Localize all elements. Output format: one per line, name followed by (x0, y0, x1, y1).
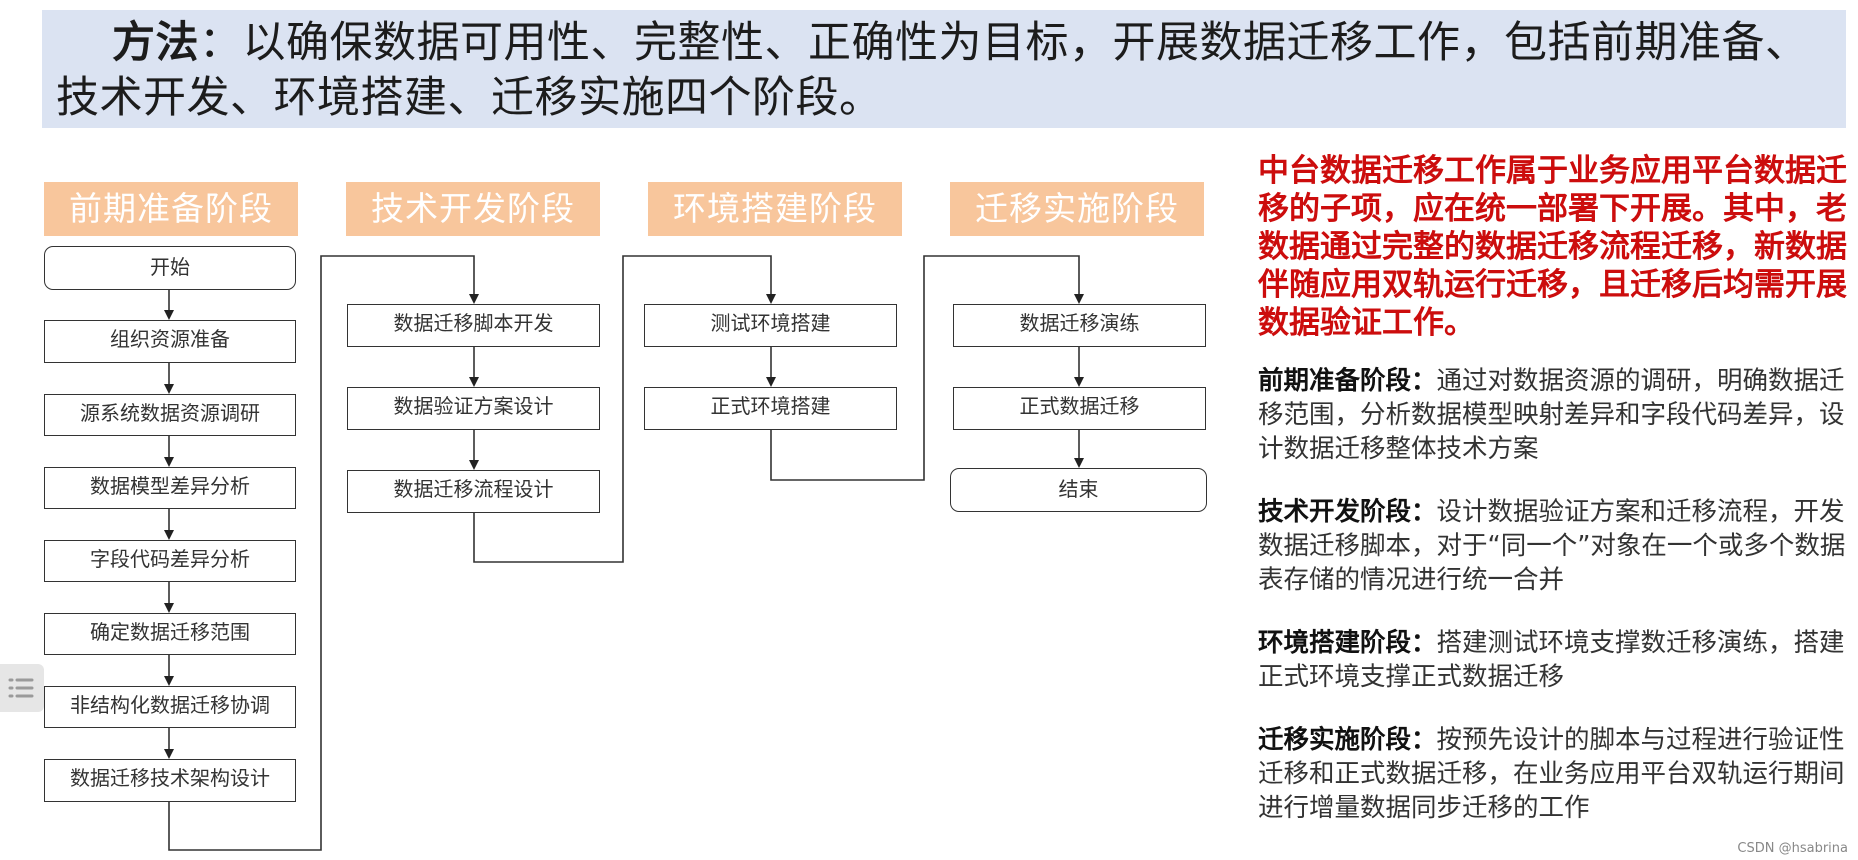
flow-step: 正式环境搭建 (644, 387, 897, 430)
flow-step: 数据迁移技术架构设计 (44, 759, 296, 802)
flow-connectors (164, 255, 1084, 851)
flow-step: 数据模型差异分析 (44, 467, 296, 509)
method-label: 方法 (112, 18, 199, 68)
flow-node-start: 开始 (44, 246, 296, 290)
connector-s1-s2 (168, 255, 479, 851)
stage-header-preparation: 前期准备阶段 (44, 182, 298, 236)
method-colon: ： (199, 18, 243, 68)
watermark: CSDN @hsabrina (1737, 841, 1848, 856)
phase-text: 通过对数据资源的调研，明确数据迁移范围，分析数据模型映射差异和字段代码差异，设计… (1258, 366, 1845, 464)
flow-step: 组织资源准备 (44, 320, 296, 363)
method-text: 方法：以确保数据可用性、完整性、正确性为目标，开展数据迁移工作，包括前期准备、技… (56, 16, 1836, 126)
phase-term: 迁移实施阶段： (1258, 725, 1437, 755)
phase-text: 设计数据验证方案和迁移流程，开发数据迁移脚本，对于“同一个”对象在一个或多个数据… (1258, 497, 1846, 595)
connector-s2-s3 (473, 255, 776, 563)
flow-step: 数据迁移演练 (953, 304, 1206, 347)
phase-term: 前期准备阶段： (1258, 366, 1437, 396)
flow-step: 数据验证方案设计 (347, 387, 600, 430)
flow-step: 正式数据迁移 (953, 387, 1206, 430)
method-description: 以确保数据可用性、完整性、正确性为目标，开展数据迁移工作，包括前期准备、技术开发… (56, 18, 1809, 123)
phase-text: 搭建测试环境支撑数迁移演练，搭建正式环境支撑正式数据迁移 (1258, 628, 1845, 692)
connector-s3-s4 (770, 255, 1084, 481)
flow-step: 非结构化数据迁移协调 (44, 686, 296, 728)
phase-term: 环境搭建阶段： (1258, 628, 1437, 658)
outline-toggle-button[interactable] (0, 664, 44, 712)
flow-step: 数据迁移脚本开发 (347, 304, 600, 347)
flow-step: 确定数据迁移范围 (44, 613, 296, 655)
list-icon (8, 678, 34, 698)
flow-step: 字段代码差异分析 (44, 540, 296, 582)
phase-description: 技术开发阶段：设计数据验证方案和迁移流程，开发数据迁移脚本，对于“同一个”对象在… (1258, 495, 1850, 597)
phase-description: 前期准备阶段：通过对数据资源的调研，明确数据迁移范围，分析数据模型映射差异和字段… (1258, 364, 1850, 466)
phase-description: 迁移实施阶段：按预先设计的脚本与过程进行验证性迁移和正式数据迁移，在业务应用平台… (1258, 723, 1850, 825)
side-explanation: 中台数据迁移工作属于业务应用平台数据迁移的子项，应在统一部署下开展。其中，老数据… (1258, 152, 1850, 854)
stage-header-implementation: 迁移实施阶段 (950, 182, 1204, 236)
flow-step: 源系统数据资源调研 (44, 394, 296, 436)
phase-text: 按预先设计的脚本与过程进行验证性迁移和正式数据迁移，在业务应用平台双轨运行期间进… (1258, 725, 1845, 823)
phase-term: 技术开发阶段： (1258, 497, 1437, 527)
phase-description: 环境搭建阶段：搭建测试环境支撑数迁移演练，搭建正式环境支撑正式数据迁移 (1258, 626, 1850, 694)
flow-node-end: 结束 (950, 468, 1207, 512)
stage-header-development: 技术开发阶段 (346, 182, 600, 236)
flow-step: 数据迁移流程设计 (347, 470, 600, 513)
stage-header-environment: 环境搭建阶段 (648, 182, 902, 236)
highlight-summary: 中台数据迁移工作属于业务应用平台数据迁移的子项，应在统一部署下开展。其中，老数据… (1258, 153, 1847, 341)
flow-step: 测试环境搭建 (644, 304, 897, 347)
method-banner: 方法：以确保数据可用性、完整性、正确性为目标，开展数据迁移工作，包括前期准备、技… (42, 10, 1846, 128)
